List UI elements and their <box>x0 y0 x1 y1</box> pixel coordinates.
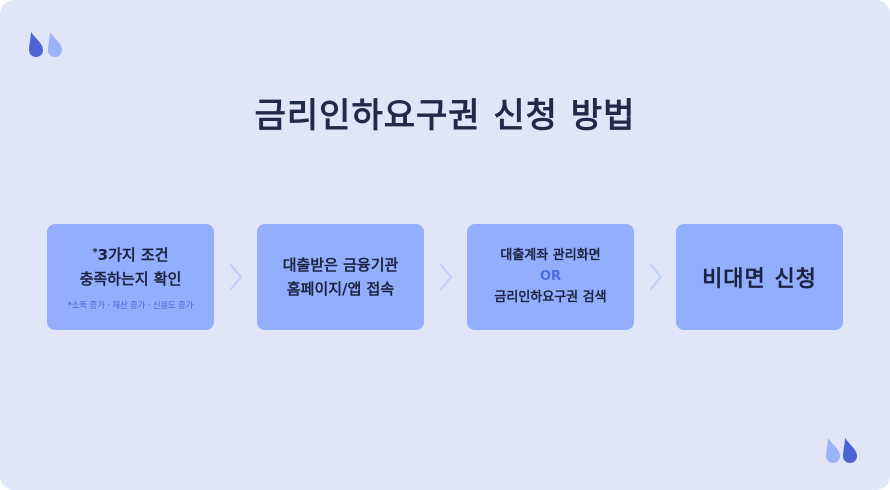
chevron-right-icon <box>649 263 663 291</box>
step-3-line-2: 금리인하요구권 검색 <box>494 290 607 305</box>
step-4-label: 비대면 신청 <box>702 267 817 292</box>
step-check-conditions: *3가지 조건 충족하는지 확인 *소득 증가 · 재산 증가 · 신용도 증가 <box>47 224 214 330</box>
or-label: OR <box>539 269 562 284</box>
water-drops-icon <box>29 32 62 57</box>
chevron-right-icon <box>229 263 243 291</box>
chevron-right-icon <box>439 263 453 291</box>
step-1-line-1: *3가지 조건 <box>92 243 168 267</box>
step-1-note: *소득 증가 · 재산 증가 · 신용도 증가 <box>67 301 194 311</box>
step-2-line-2: 홈페이지/앱 접속 <box>286 280 395 298</box>
water-drops-icon <box>826 438 857 463</box>
step-1-line-2: 충족하는지 확인 <box>79 270 182 288</box>
page-title: 금리인하요구권 신청 방법 <box>254 96 636 136</box>
asterisk-mark: * <box>92 247 98 258</box>
step-find-menu: 대출계좌 관리화면 OR 금리인하요구권 검색 <box>467 224 634 330</box>
step-visit-institution: 대출받은 금융기관 홈페이지/앱 접속 <box>257 224 424 330</box>
step-1-line-1-text: 3가지 조건 <box>97 246 169 264</box>
step-2-line-1: 대출받은 금융기관 <box>282 256 399 274</box>
step-apply-online: 비대면 신청 <box>676 224 843 330</box>
step-3-line-1: 대출계좌 관리화면 <box>500 248 601 263</box>
